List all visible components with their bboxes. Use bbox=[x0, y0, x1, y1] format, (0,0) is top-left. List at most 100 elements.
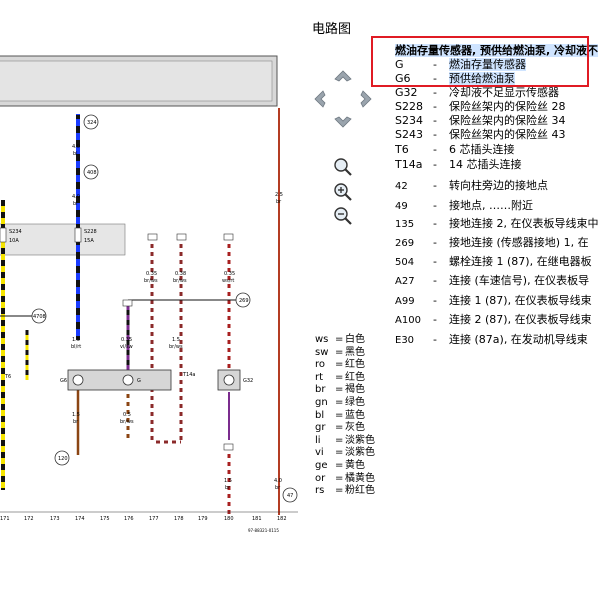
label-wire-15-br-b-color: br bbox=[225, 485, 231, 491]
legend-desc: 保险丝架内的保险丝 34 bbox=[449, 114, 566, 127]
label-fuse-s228: S228 bbox=[84, 229, 97, 235]
zoom-in-icon[interactable] bbox=[333, 182, 353, 202]
label-wire-15-brws-color: br/ws bbox=[169, 344, 183, 350]
label-wire-035-ws-color: ws/rt bbox=[222, 278, 234, 284]
color-code: ro bbox=[315, 359, 326, 371]
legend-code: T6 bbox=[395, 143, 409, 156]
pan-right-icon[interactable] bbox=[360, 90, 372, 108]
label-conn-t14a: T14a bbox=[182, 372, 195, 378]
color-name: 粉红色 bbox=[345, 485, 375, 497]
legend-separator: - bbox=[433, 158, 437, 171]
column-number: 177 bbox=[149, 516, 159, 522]
color-name: 淡紫色 bbox=[345, 447, 375, 459]
color-name: 红色 bbox=[345, 359, 365, 371]
legend-row: E30-连接 (87a), 在发动机导线束 bbox=[395, 331, 588, 347]
color-name: 红色 bbox=[345, 371, 365, 383]
legend-code: A27 bbox=[395, 276, 415, 287]
node-47 bbox=[282, 487, 298, 503]
color-code: ws bbox=[315, 334, 329, 345]
legend-separator: - bbox=[433, 72, 437, 85]
legend-code: 135 bbox=[395, 219, 415, 230]
color-name: 蓝色 bbox=[345, 409, 365, 421]
legend-row: T6-6 芯插头连接 bbox=[395, 141, 515, 157]
color-row: bl=蓝色 bbox=[315, 410, 375, 423]
label-wire-40-mid-color: bl bbox=[73, 201, 78, 207]
legend-desc: 接地连接 2, 在仪表板导线束中 bbox=[449, 217, 599, 230]
color-equals: = bbox=[335, 384, 344, 396]
pan-down-icon[interactable] bbox=[334, 116, 352, 128]
node-269 bbox=[235, 292, 251, 308]
color-equals: = bbox=[335, 371, 344, 383]
color-name: 橘黄色 bbox=[345, 472, 375, 484]
legend-desc: 连接 1 (87), 在仪表板导线束 bbox=[449, 294, 592, 307]
legend-row: S234-保险丝架内的保险丝 34 bbox=[395, 112, 566, 128]
color-row: br=褐色 bbox=[315, 384, 375, 397]
node-120 bbox=[54, 450, 70, 466]
page-title: 电路图 bbox=[312, 22, 352, 37]
pan-left-icon[interactable] bbox=[314, 90, 326, 108]
color-equals: = bbox=[335, 422, 344, 434]
terminal-177 bbox=[147, 233, 158, 241]
column-number: 175 bbox=[100, 516, 110, 522]
legend-header-text: 燃油存量传感器, 预供给燃油泵, 冷却液不 bbox=[395, 44, 599, 57]
color-code: or bbox=[315, 472, 326, 484]
label-wire-035-brws-b-color: br/ws bbox=[173, 278, 187, 284]
label-node-47: 47 bbox=[287, 493, 293, 499]
label-wire-035-brws-b: 0.38 bbox=[175, 271, 186, 277]
legend-desc: 连接 (87a), 在发动机导线束 bbox=[449, 333, 588, 346]
legend-row: G32-冷却液不足显示传感器 bbox=[395, 84, 559, 100]
label-wire-035-vi: 0.35 bbox=[121, 337, 132, 343]
label-wire-035-vi-color: vi/sw bbox=[120, 344, 133, 350]
zoom-out-icon[interactable] bbox=[333, 206, 353, 226]
relay-panel-inner bbox=[0, 60, 273, 102]
legend-row: A27-连接 (车速信号), 在仪表板导 bbox=[395, 272, 589, 288]
color-code: gn bbox=[315, 396, 328, 408]
legend-row: 504-螺栓连接 1 (87), 在继电器板 bbox=[395, 253, 592, 269]
legend-desc: 6 芯插头连接 bbox=[449, 143, 515, 156]
legend-separator: - bbox=[433, 333, 437, 346]
legend-desc: 螺栓连接 1 (87), 在继电器板 bbox=[449, 255, 592, 268]
color-name: 白色 bbox=[345, 334, 365, 345]
legend-desc: 保险丝架内的保险丝 43 bbox=[449, 128, 566, 141]
legend-separator: - bbox=[433, 294, 437, 307]
legend-row: A99-连接 1 (87), 在仪表板导线束 bbox=[395, 292, 592, 308]
color-row: gr=灰色 bbox=[315, 422, 375, 435]
circuit-diagram: 324 408 269 4708 120 47 S234 10A S228 15… bbox=[0, 55, 298, 533]
pan-up-icon[interactable] bbox=[334, 70, 352, 82]
legend-separator: - bbox=[433, 274, 437, 287]
g-symbol bbox=[122, 374, 134, 386]
color-name: 褐色 bbox=[345, 384, 365, 396]
legend-code: G bbox=[395, 58, 404, 71]
color-row: ws=白色 bbox=[315, 334, 375, 347]
label-wire-035-brws-a-color: br/ws bbox=[144, 278, 158, 284]
label-wire-40-top: 4.0 bbox=[72, 144, 80, 150]
column-number: 182 bbox=[277, 516, 287, 522]
node-324 bbox=[83, 114, 99, 130]
legend-desc: 转向柱旁边的接地点 bbox=[449, 179, 548, 192]
color-code: rt bbox=[315, 371, 324, 383]
color-code: rs bbox=[315, 485, 325, 497]
label-wire-15-br-color: br bbox=[73, 419, 79, 425]
legend-separator: - bbox=[433, 86, 437, 99]
legend-code: T14a bbox=[395, 158, 423, 171]
label-node-120: 120 bbox=[58, 456, 68, 462]
label-wire-40-top-color: bl bbox=[73, 151, 78, 157]
label-wire-05-brws-color: br/ws bbox=[120, 419, 134, 425]
legend-desc: 14 芯插头连接 bbox=[449, 158, 522, 171]
color-row: ro =红色 bbox=[315, 359, 375, 372]
legend-separator: - bbox=[433, 255, 437, 268]
color-code: sw bbox=[315, 346, 329, 358]
label-wire-035-brws-a: 0.35 bbox=[146, 271, 157, 277]
column-number: 181 bbox=[252, 516, 262, 522]
label-fuse-s234-rating: 10A bbox=[9, 238, 19, 244]
color-code: vi bbox=[315, 447, 324, 459]
legend-separator: - bbox=[433, 313, 437, 326]
color-equals: = bbox=[335, 359, 344, 371]
fuse-strip bbox=[0, 223, 126, 256]
label-conn-t6: T6 bbox=[4, 374, 11, 380]
column-number: 172 bbox=[24, 516, 34, 522]
column-number: 180 bbox=[224, 516, 234, 522]
zoom-fit-icon[interactable] bbox=[333, 157, 353, 177]
legend-row: S243-保险丝架内的保险丝 43 bbox=[395, 126, 566, 142]
color-row: rs=粉红色 bbox=[315, 485, 375, 498]
